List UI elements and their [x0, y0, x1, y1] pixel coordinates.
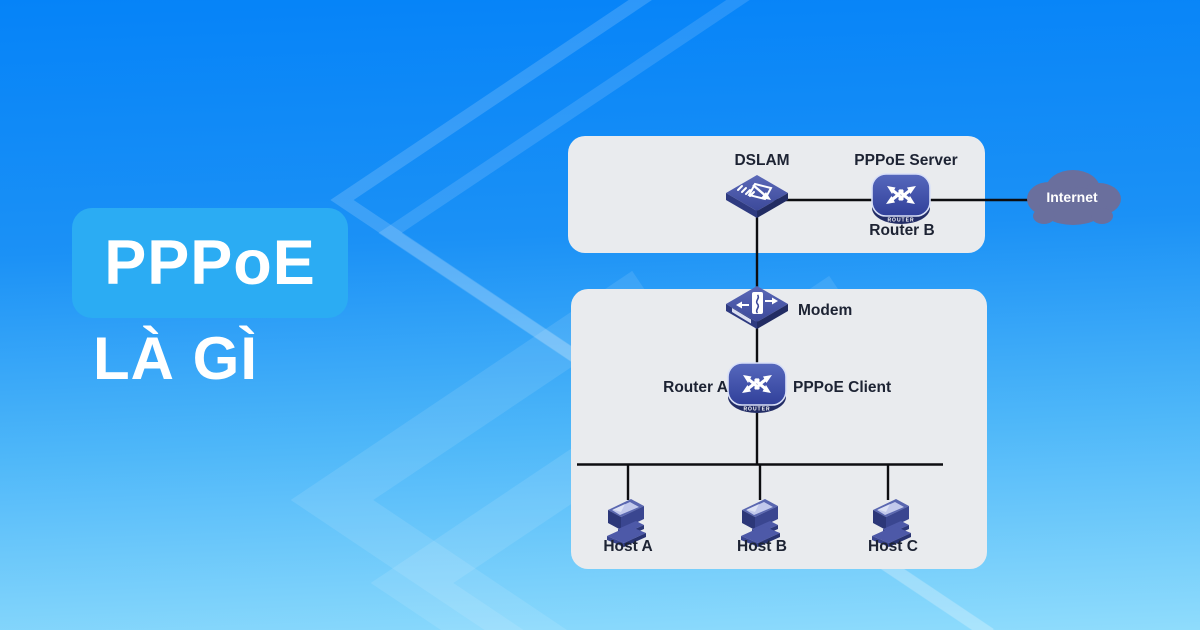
host-b-label: Host B [737, 538, 787, 555]
router-b-icon [870, 172, 932, 226]
dslam-switch-icon [725, 174, 789, 226]
home-panel [571, 289, 987, 569]
title-badge: PPPoE [72, 208, 348, 318]
dslam-label: DSLAM [734, 152, 790, 169]
pppoe-server-label: PPPoE Server [854, 152, 958, 169]
modem-label: Modem [798, 302, 853, 319]
modem-icon [725, 285, 789, 337]
router-a-icon [726, 361, 788, 415]
host-a-label: Host A [603, 538, 653, 555]
router-b-label: Router B [869, 222, 935, 239]
subtitle-text: LÀ GÌ [93, 325, 258, 392]
host-c-label: Host C [868, 538, 918, 555]
internet-label: Internet [1046, 189, 1098, 205]
pppoe-client-label: PPPoE Client [793, 379, 892, 396]
title-text: PPPoE [104, 227, 316, 298]
router-a-label: Router A [663, 379, 728, 396]
